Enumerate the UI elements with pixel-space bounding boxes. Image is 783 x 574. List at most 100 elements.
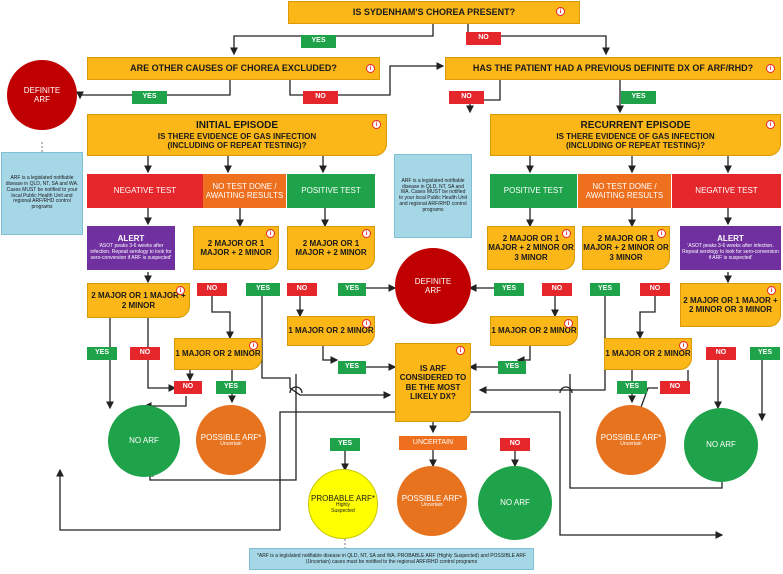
yes-text: YES	[344, 363, 359, 371]
initial-title: INITIAL EPISODE	[195, 120, 279, 132]
yes-text: YES	[255, 285, 270, 293]
info-icon[interactable]: i	[562, 229, 571, 238]
no-text: NO	[669, 383, 681, 391]
yes-label: YES	[590, 283, 620, 296]
no-label: NO	[542, 283, 572, 296]
footnote-text: *ARF is a legislated notifiable disease …	[256, 553, 527, 565]
possible-arf-label: POSSIBLE ARF*	[600, 432, 662, 442]
uncertain-text: UNCERTAIN	[412, 438, 454, 446]
yes-label: YES	[621, 91, 656, 104]
recurrent-alert: ALERT 'ASOT peaks 3-6 weeks after infect…	[680, 226, 781, 270]
no-label: NO	[174, 381, 202, 394]
criteria-text: 2 MAJOR OR 1 MAJOR + 2 MINOR	[91, 291, 186, 310]
no-text: NO	[296, 285, 308, 293]
initial-negative-test: NEGATIVE TEST	[87, 174, 203, 208]
outcome-definite-arf-center: DEFINITE ARF	[395, 248, 471, 324]
initial-positive-test: POSITIVE TEST	[287, 174, 375, 208]
q-recurrent-episode: RECURRENT EPISODE IS THERE EVIDENCE OF G…	[490, 114, 781, 156]
initial-notest-criteria: 2 MAJOR OR 1 MAJOR + 2 MINOR	[193, 226, 279, 270]
outcome-no-arf-left: NO ARF	[108, 405, 180, 477]
possible-arf-label: POSSIBLE ARF*	[200, 432, 262, 442]
no-label: NO	[303, 91, 338, 104]
definite-arf-label: DEFINITE ARF	[23, 85, 61, 104]
recurrent-notest-1major: 1 MAJOR OR 2 MINOR	[604, 338, 692, 370]
yes-label: YES	[301, 35, 336, 48]
no-text: NO	[182, 383, 194, 391]
info-icon[interactable]: i	[766, 64, 775, 73]
yes-label: YES	[246, 283, 280, 296]
no-label: NO	[466, 32, 501, 45]
possible-arf-label: POSSIBLE ARF*	[401, 493, 463, 503]
no-text: NO	[461, 93, 472, 101]
info-icon[interactable]: i	[556, 7, 565, 16]
initial-no-test-label: NO TEST DONE / AWAITING RESULTS	[205, 181, 284, 200]
q-other-causes: ARE OTHER CAUSES OF CHOREA EXCLUDED?	[87, 57, 380, 80]
outcome-no-arf-right: NO ARF	[684, 408, 758, 482]
no-text: NO	[715, 349, 727, 357]
info-icon[interactable]: i	[366, 64, 375, 73]
recurrent-notest-criteria: 2 MAJOR OR 1 MAJOR + 2 MINOR OR 3 MINOR	[582, 226, 670, 270]
yes-label: YES	[132, 91, 167, 104]
recurrent-negative-label: NEGATIVE TEST	[695, 186, 758, 196]
no-text: NO	[551, 285, 563, 293]
recurrent-title: RECURRENT EPISODE	[580, 120, 691, 132]
initial-positive-criteria: 2 MAJOR OR 1 MAJOR + 2 MINOR	[287, 226, 375, 270]
info-icon[interactable]: i	[766, 120, 775, 129]
info-icon[interactable]: i	[266, 229, 275, 238]
criteria-text: 1 MAJOR OR 2 MINOR	[288, 326, 374, 336]
info-icon[interactable]: i	[176, 286, 185, 295]
criteria-text: 2 MAJOR OR 1 MAJOR + 2 MINOR OR 3 MINOR	[583, 234, 669, 262]
definite-arf-label: DEFINITE ARF	[414, 276, 452, 295]
note-text: ARF is a legislated notifiable disease i…	[5, 175, 79, 210]
criteria-text: 1 MAJOR OR 2 MINOR	[605, 349, 691, 359]
no-label: NO	[640, 283, 670, 296]
recurrent-no-test-label: NO TEST DONE / AWAITING RESULTS	[585, 181, 664, 200]
info-icon[interactable]: i	[564, 319, 573, 328]
yes-text: YES	[504, 363, 519, 371]
criteria-text: 1 MAJOR OR 2 MINOR	[491, 326, 577, 336]
info-icon[interactable]: i	[362, 319, 371, 328]
q-initial-episode: INITIAL EPISODE IS THERE EVIDENCE OF GAS…	[87, 114, 387, 156]
notification-note: ARF is a legislated notifiable disease i…	[1, 152, 83, 235]
no-label: NO	[287, 283, 317, 296]
info-icon[interactable]: i	[657, 229, 666, 238]
possible-sub-label: Uncertain	[220, 440, 242, 447]
alert-title: ALERT	[717, 234, 744, 244]
uncertain-label: UNCERTAIN	[399, 436, 467, 450]
info-icon[interactable]: i	[249, 341, 258, 350]
info-icon[interactable]: i	[456, 346, 465, 355]
no-text: NO	[139, 349, 151, 357]
yes-label: YES	[216, 381, 246, 394]
note-text: ARF is a legislated notifiable disease i…	[398, 177, 468, 213]
no-label: NO	[500, 438, 530, 451]
yes-text: YES	[344, 285, 359, 293]
yes-text: YES	[501, 285, 516, 293]
no-label: NO	[706, 347, 736, 360]
initial-negative-label: NEGATIVE TEST	[113, 186, 177, 196]
outcome-definite-arf: DEFINITE ARF	[7, 60, 77, 130]
criteria-text: 2 MAJOR OR 1 MAJOR + 2 MINOR OR 3 MINOR	[683, 295, 778, 314]
possible-sub-label: Uncertain	[620, 440, 642, 447]
q-previous-dx: HAS THE PATIENT HAD A PREVIOUS DEFINITE …	[445, 57, 781, 80]
outcome-possible-arf-center: POSSIBLE ARF* Uncertain	[397, 466, 467, 536]
alert-text: 'ASOT peaks 3-6 weeks after infection. R…	[90, 243, 172, 261]
recurrent-positive-label: POSITIVE TEST	[503, 186, 564, 196]
initial-question: IS THERE EVIDENCE OF GAS INFECTION (INCL…	[157, 131, 317, 150]
no-arf-label: NO ARF	[129, 436, 159, 446]
info-icon[interactable]: i	[362, 229, 371, 238]
no-label: NO	[449, 91, 484, 104]
alert-text: 'ASOT peaks 3-6 weeks after infection. R…	[682, 243, 779, 261]
info-icon[interactable]: i	[767, 286, 776, 295]
yes-text: YES	[94, 349, 109, 357]
no-text: NO	[206, 285, 218, 293]
yes-label: YES	[617, 381, 647, 394]
notification-note-center: ARF is a legislated notifiable disease i…	[394, 154, 472, 238]
no-text: NO	[649, 285, 661, 293]
q-other-causes-label: ARE OTHER CAUSES OF CHOREA EXCLUDED?	[130, 63, 337, 74]
criteria-text: 2 MAJOR OR 1 MAJOR + 2 MINOR	[200, 238, 272, 257]
outcome-probable-arf: PROBABLE ARF* Highly Suspected	[308, 469, 378, 539]
info-icon[interactable]: i	[372, 120, 381, 129]
q-sydenham-label: IS SYDENHAM'S CHOREA PRESENT?	[352, 7, 516, 18]
info-icon[interactable]: i	[679, 341, 688, 350]
no-text: NO	[478, 34, 489, 42]
